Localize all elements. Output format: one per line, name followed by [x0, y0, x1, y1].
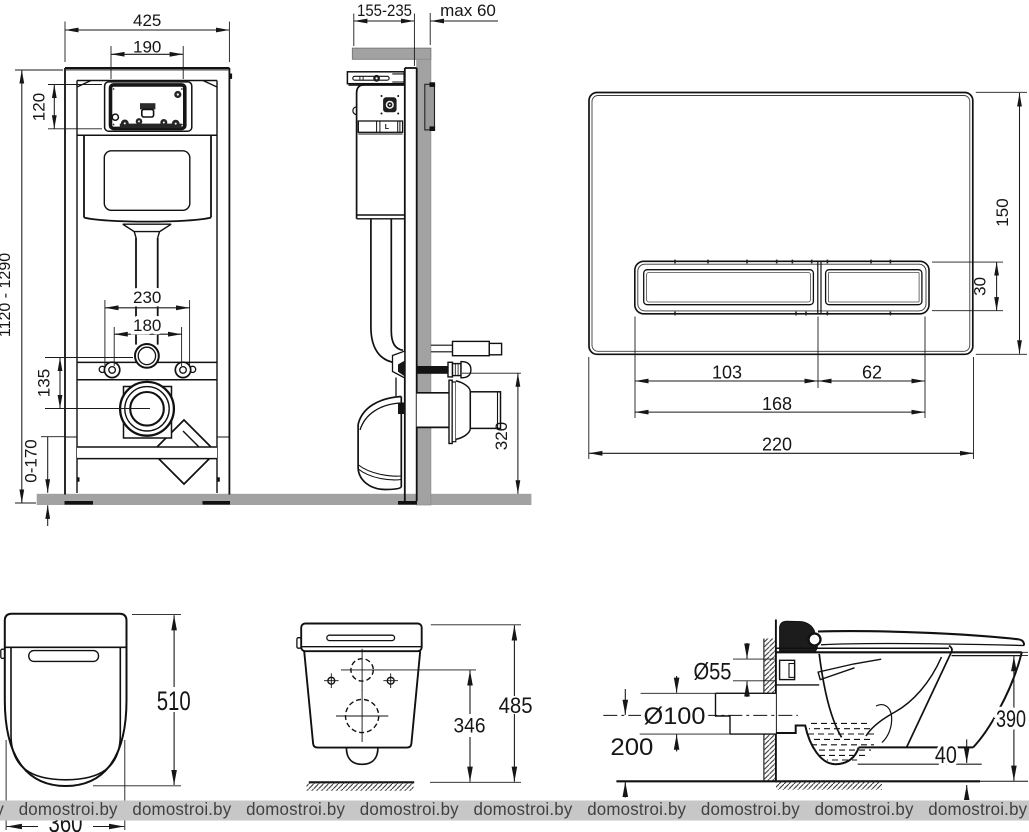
recess-clips [674, 259, 892, 316]
dim-bowl-length: 510 [157, 686, 191, 716]
watermark-text: domostroi.by [19, 799, 118, 819]
top-bracket [346, 71, 405, 86]
dim-button-height: 30 [971, 277, 990, 296]
toilet-side-dimensions [622, 643, 1028, 801]
outlet-connector-side [416, 379, 502, 445]
toilet-top-view [0, 612, 128, 788]
watermark-text: domostroi.by [246, 799, 345, 819]
plate-bevel [591, 95, 971, 352]
frame-side-dimensions [353, 13, 521, 494]
dim-window-width: 190 [133, 37, 161, 56]
cistern-unit-mark: L [385, 124, 390, 131]
floor-strip [36, 493, 532, 505]
dim-depth-range: 155-235 [357, 1, 412, 20]
frame-front-view [64, 67, 233, 505]
frame-outline [64, 67, 233, 495]
flush-hole [341, 648, 384, 691]
outlet-bump [345, 747, 379, 766]
watermark-text: domostroi.by [132, 799, 231, 819]
toilet-side-view [603, 619, 1028, 790]
body-outline [303, 651, 422, 749]
watermark-text: domostroi.by [0, 799, 4, 819]
watermark-text: domostroi.by [928, 799, 1027, 819]
dim-drain-offset: 135 [35, 369, 54, 397]
dim-flush-hole: Ø55 [694, 659, 732, 686]
dim-plate-height: 150 [993, 198, 1012, 226]
plate-face [588, 91, 974, 356]
dim-wall-max: max 60 [440, 1, 496, 20]
flush-plate-view [588, 91, 974, 356]
upper-crossbar [77, 343, 217, 381]
dim-button-right: 62 [862, 363, 882, 383]
dim-buttons-width: 168 [762, 394, 792, 414]
flush-button-small [824, 269, 923, 306]
flush-button-large [643, 269, 815, 306]
water-inlet-side [430, 340, 503, 357]
fixing-holes [324, 673, 398, 688]
cistern-tank [83, 135, 212, 238]
water-level [808, 722, 874, 761]
toilet-side-labels: Ø55 Ø100 200 40 390 [610, 659, 1029, 773]
dim-spacing-inner: 180 [133, 316, 161, 335]
watermark-text: domostroi.by [474, 799, 573, 819]
side-button [0, 648, 6, 660]
dim-spacing-outer: 230 [133, 288, 161, 307]
watermark-band: domostroi.by domostroi.by domostroi.by d… [0, 799, 1029, 821]
flush-plate-dimensions [588, 91, 1027, 459]
seat-and-lid [776, 620, 1025, 653]
dim-frame-height-range: 1120 - 1290 [0, 253, 14, 337]
dim-plate-width: 220 [762, 435, 792, 455]
frame-rail-side [398, 67, 418, 505]
wall-anchor-plate [424, 82, 436, 131]
service-window [103, 81, 193, 132]
watermark-text: domostroi.by [815, 799, 914, 819]
watermark-text: domostroi.by [701, 799, 800, 819]
tank-lid [300, 622, 423, 653]
back-side-button [296, 637, 302, 649]
button-recess [633, 259, 930, 316]
frame-side-labels: 155-235 max 60 320 [357, 1, 511, 450]
drain-hole [336, 690, 389, 742]
flush-pipe [135, 237, 159, 345]
toilet-back-view [296, 622, 423, 791]
frame-feet [64, 501, 230, 505]
frame-side-view: L [346, 47, 503, 506]
dim-drain-height: 200 [610, 734, 653, 761]
toilet-back-dimensions [382, 624, 521, 783]
toilet-back-labels: 346 485 [454, 693, 533, 738]
frame-front-labels: 425 190 120 1120 - 1290 230 180 135 0-17… [0, 11, 165, 483]
bowl-outline [3, 612, 128, 788]
lid-slot [326, 634, 396, 642]
wall-drain-stub [714, 692, 776, 735]
dim-rim-height: 390 [996, 706, 1026, 733]
watermark-text: domostroi.by [587, 799, 686, 819]
seat-inner-line [10, 647, 122, 781]
drain-outlet [118, 380, 176, 439]
ground-line [306, 781, 415, 791]
p-trap [357, 377, 406, 491]
dim-drain-hole: Ø100 [644, 703, 706, 730]
flush-plate-labels: 150 30 103 62 168 220 [712, 198, 1012, 454]
dim-foot-range: 0-170 [22, 439, 41, 482]
dim-bowl-gap: 40 [935, 742, 957, 769]
dim-button-left: 103 [712, 363, 742, 383]
dim-outlet-height: 320 [492, 422, 511, 450]
fixing-stud-side [416, 360, 472, 379]
dim-frame-width: 425 [133, 11, 161, 30]
dim-total-height: 485 [499, 693, 533, 718]
lid-recess [28, 649, 100, 663]
cistern-side: L [352, 83, 405, 220]
frame-front-dimensions [15, 21, 230, 526]
dim-window-height: 120 [30, 93, 49, 121]
floor-line-side [616, 780, 1028, 790]
lower-crossbar [77, 446, 217, 460]
watermark-text: domostroi.by [360, 799, 459, 819]
dim-hole-height: 346 [454, 715, 486, 738]
